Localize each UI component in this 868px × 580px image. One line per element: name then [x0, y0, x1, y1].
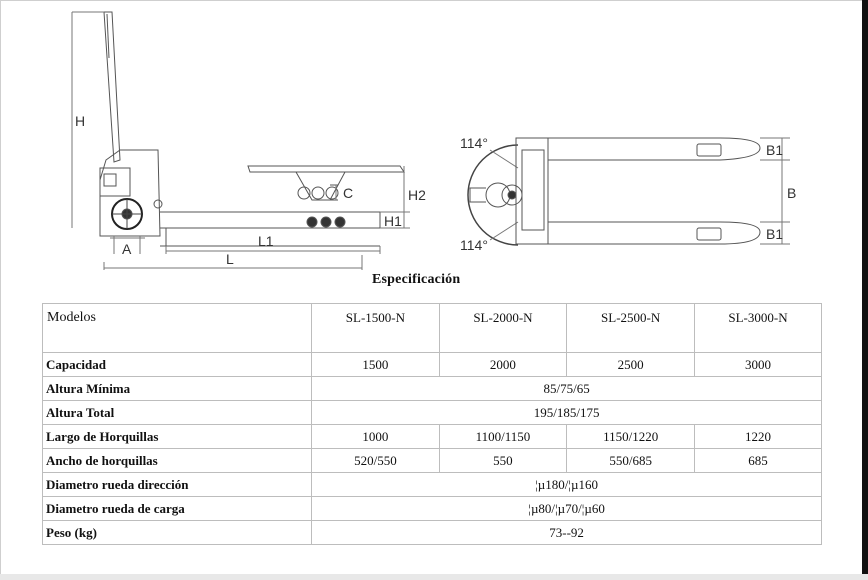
pallet-truck-drawing: H H2 H1 C A L1 L 114° 114° B1 B B1 — [71, 11, 796, 270]
header-model-4: SL-3000-N — [694, 303, 822, 353]
cell: 520/550 — [311, 448, 440, 473]
specification-table: Modelos SL-1500-N SL-2000-N SL-2500-N SL… — [41, 303, 822, 545]
row-label: Peso (kg) — [41, 520, 313, 545]
merged-cell: ¦µ80/¦µ70/¦µ60 — [311, 496, 822, 521]
header-model-2: SL-2000-N — [438, 303, 568, 353]
label-H1: H1 — [384, 213, 402, 229]
header-models-label: Modelos — [41, 303, 313, 353]
row-label: Altura Mínima — [41, 376, 313, 401]
label-L: L — [226, 251, 234, 267]
cell: 1500 — [311, 352, 440, 377]
cell: 1000 — [311, 424, 440, 449]
merged-cell: 195/185/175 — [311, 400, 822, 425]
row-label: Diametro rueda de carga — [41, 496, 313, 521]
fork-top-upper — [548, 137, 761, 161]
cell: 1100/1150 — [438, 424, 568, 449]
swing-arc — [467, 144, 519, 246]
table-header-row: Modelos SL-1500-N SL-2000-N SL-2500-N SL… — [41, 303, 822, 353]
label-L1: L1 — [258, 233, 274, 249]
label-H2: H2 — [408, 187, 426, 203]
table-row: Altura Mínima 85/75/65 — [41, 376, 822, 401]
cell: 1220 — [694, 424, 822, 449]
row-label: Diametro rueda dirección — [41, 472, 313, 497]
row-label: Altura Total — [41, 400, 313, 425]
cell: 1150/1220 — [566, 424, 696, 449]
raised-platform — [247, 165, 405, 173]
table-row: Diametro rueda dirección ¦µ180/¦µ160 — [41, 472, 822, 497]
cell: 550 — [438, 448, 568, 473]
label-angle-bottom: 114° — [460, 237, 488, 253]
cell: 2000 — [438, 352, 568, 377]
row-label: Largo de Horquillas — [41, 424, 313, 449]
specification-caption: Especificación — [372, 272, 461, 287]
table-row: Peso (kg) 73--92 — [41, 520, 822, 545]
row-label: Capacidad — [41, 352, 313, 377]
table-row: Capacidad 1500 2000 2500 3000 — [41, 352, 822, 377]
merged-cell: ¦µ180/¦µ160 — [311, 472, 822, 497]
cell: 2500 — [566, 352, 696, 377]
label-H: H — [75, 113, 85, 129]
label-B1-bottom: B1 — [766, 226, 783, 242]
fork-side — [160, 211, 381, 229]
handle-shaft — [103, 11, 121, 163]
right-edge-bar — [862, 0, 868, 580]
label-B: B — [787, 185, 796, 201]
merged-cell: 85/75/65 — [311, 376, 822, 401]
label-angle-top: 114° — [460, 135, 488, 151]
table-row: Ancho de horquillas 520/550 550 550/685 … — [41, 448, 822, 473]
row-label: Ancho de horquillas — [41, 448, 313, 473]
header-model-3: SL-2500-N — [566, 303, 696, 353]
label-A: A — [122, 241, 132, 257]
header-model-1: SL-1500-N — [311, 303, 440, 353]
table-row: Diametro rueda de carga ¦µ80/¦µ70/¦µ60 — [41, 496, 822, 521]
merged-cell: 73--92 — [311, 520, 822, 545]
label-B1-top: B1 — [766, 142, 783, 158]
bottom-edge-bar — [0, 574, 868, 580]
cell: 3000 — [694, 352, 822, 377]
cell: 550/685 — [566, 448, 696, 473]
table-row: Largo de Horquillas 1000 1100/1150 1150/… — [41, 424, 822, 449]
table-row: Altura Total 195/185/175 — [41, 400, 822, 425]
fork-top-lower — [548, 221, 761, 245]
cell: 685 — [694, 448, 822, 473]
label-C: C — [343, 185, 353, 201]
